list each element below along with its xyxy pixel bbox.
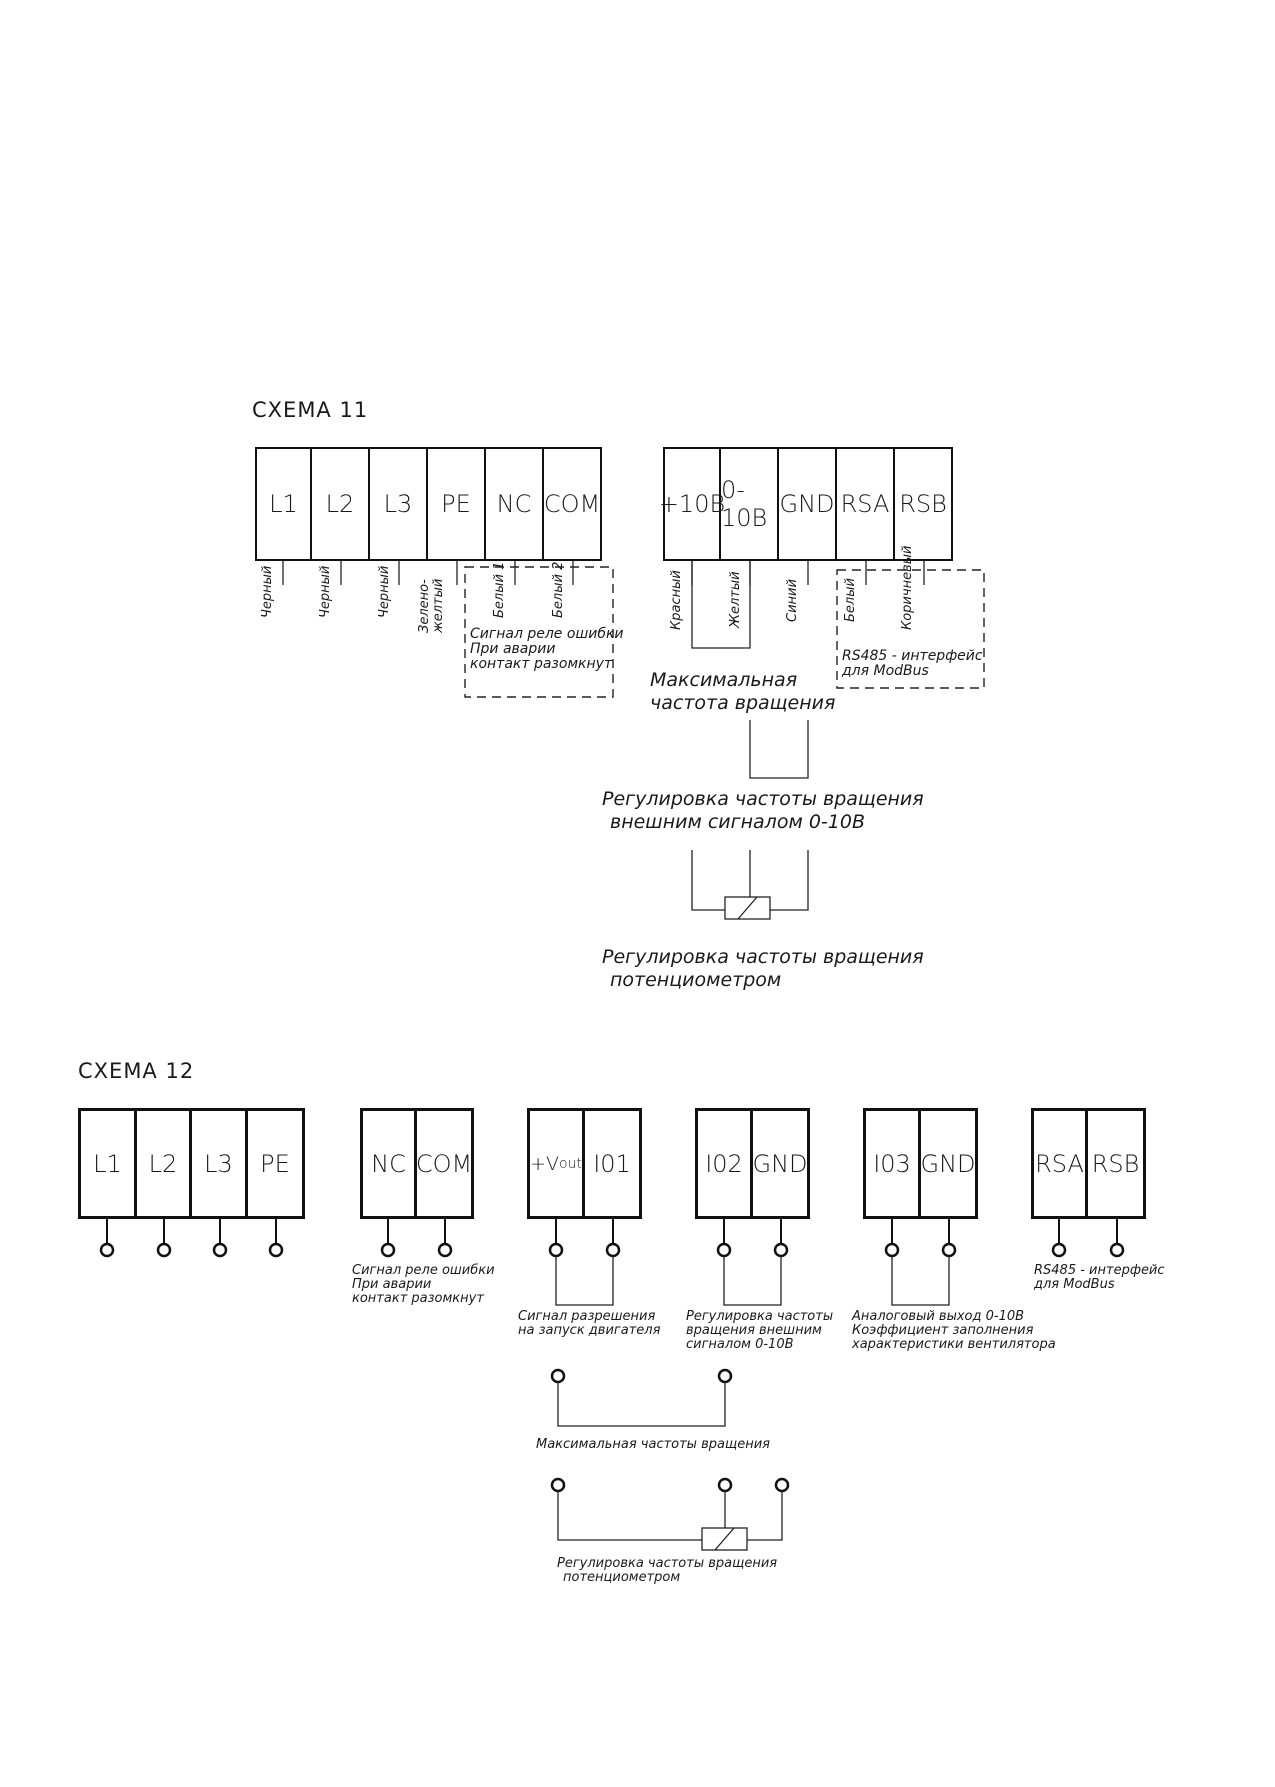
terminal-L2: L2 xyxy=(312,447,370,561)
pot-left xyxy=(691,850,725,911)
pot-arrow xyxy=(737,896,758,920)
terminal-L1: L1 xyxy=(255,447,312,561)
pot12-right xyxy=(747,1491,783,1541)
max-speed-jumper xyxy=(557,1382,726,1427)
ext-signal-loop xyxy=(749,720,809,779)
terminal-12-COM: COM xyxy=(416,1108,474,1219)
pot12-left xyxy=(557,1491,702,1541)
terminal-NC: NC xyxy=(486,447,544,561)
terminal-12-L2: L2 xyxy=(137,1108,192,1219)
terminal-12-RSA: RSA xyxy=(1031,1108,1088,1219)
terminal-COM: COM xyxy=(544,447,602,561)
terminal-12-GND-a: GND xyxy=(752,1108,810,1219)
terminal-PE: PE xyxy=(428,447,486,561)
terminal-12-GND-b: GND xyxy=(920,1108,978,1219)
terminal-12-L1: L1 xyxy=(78,1108,137,1219)
relay-dashed-box xyxy=(464,566,614,698)
io2-jumper xyxy=(723,1256,782,1306)
scheme12-relay-note: Сигнал реле ошибки При аварии контакт ра… xyxy=(352,1263,495,1306)
rs485-dashed-box xyxy=(836,569,985,689)
scheme11-rs485-note: RS485 - интерфейс для ModBus xyxy=(842,648,983,679)
terminal-L3: L3 xyxy=(370,447,428,561)
scheme12-io3-note: Аналоговый выход 0-10В Коэффициент запол… xyxy=(852,1309,1056,1352)
potentiometer-symbol xyxy=(724,896,771,920)
terminal-RSA: RSA xyxy=(837,447,895,561)
terminal-12-NC: NC xyxy=(360,1108,417,1219)
scheme11-max-speed: Максимальная частота вращения xyxy=(650,669,836,714)
scheme12-rs485-note: RS485 - интерфейс для ModBus xyxy=(1034,1263,1165,1292)
scheme11-relay-note: Сигнал реле ошибки При аварии контакт ра… xyxy=(470,626,624,672)
terminal-12-I01: I01 xyxy=(585,1108,642,1219)
scheme12-max-speed: Максимальная частоты вращения xyxy=(536,1437,770,1452)
terminal-12-I02: I02 xyxy=(695,1108,753,1219)
scheme-12-title: СХЕМА 12 xyxy=(78,1059,195,1083)
terminal-12-L3: L3 xyxy=(192,1108,248,1219)
terminal-dot xyxy=(99,1242,115,1258)
terminal-plus10v: +10В xyxy=(659,447,725,561)
terminal-12-I03: I03 xyxy=(863,1108,921,1219)
terminal-12-PE: PE xyxy=(248,1108,305,1219)
terminal-12-RSB: RSB xyxy=(1088,1108,1146,1219)
io3-jumper xyxy=(891,1256,950,1306)
scheme12-potentiometer: Регулировка частоты вращения потенциомет… xyxy=(557,1556,778,1585)
potentiometer-12-symbol xyxy=(701,1527,748,1551)
max-speed-loop xyxy=(691,561,751,649)
terminal-0-10v: 0-10В xyxy=(721,447,779,561)
pot-right xyxy=(770,850,809,911)
scheme11-potentiometer: Регулировка частоты вращения потенциомет… xyxy=(602,946,924,991)
terminal-GND: GND xyxy=(779,447,837,561)
scheme12-enable-note: Сигнал разрешения на запуск двигателя xyxy=(518,1309,661,1338)
terminal-RSB: RSB xyxy=(895,447,953,561)
scheme-11-title: СХЕМА 11 xyxy=(252,398,369,422)
scheme12-io2-note: Регулировка частоты вращения внешним сиг… xyxy=(686,1309,834,1352)
scheme11-ext-signal: Регулировка частоты вращения внешним сиг… xyxy=(602,788,924,833)
enable-jumper xyxy=(555,1256,614,1306)
